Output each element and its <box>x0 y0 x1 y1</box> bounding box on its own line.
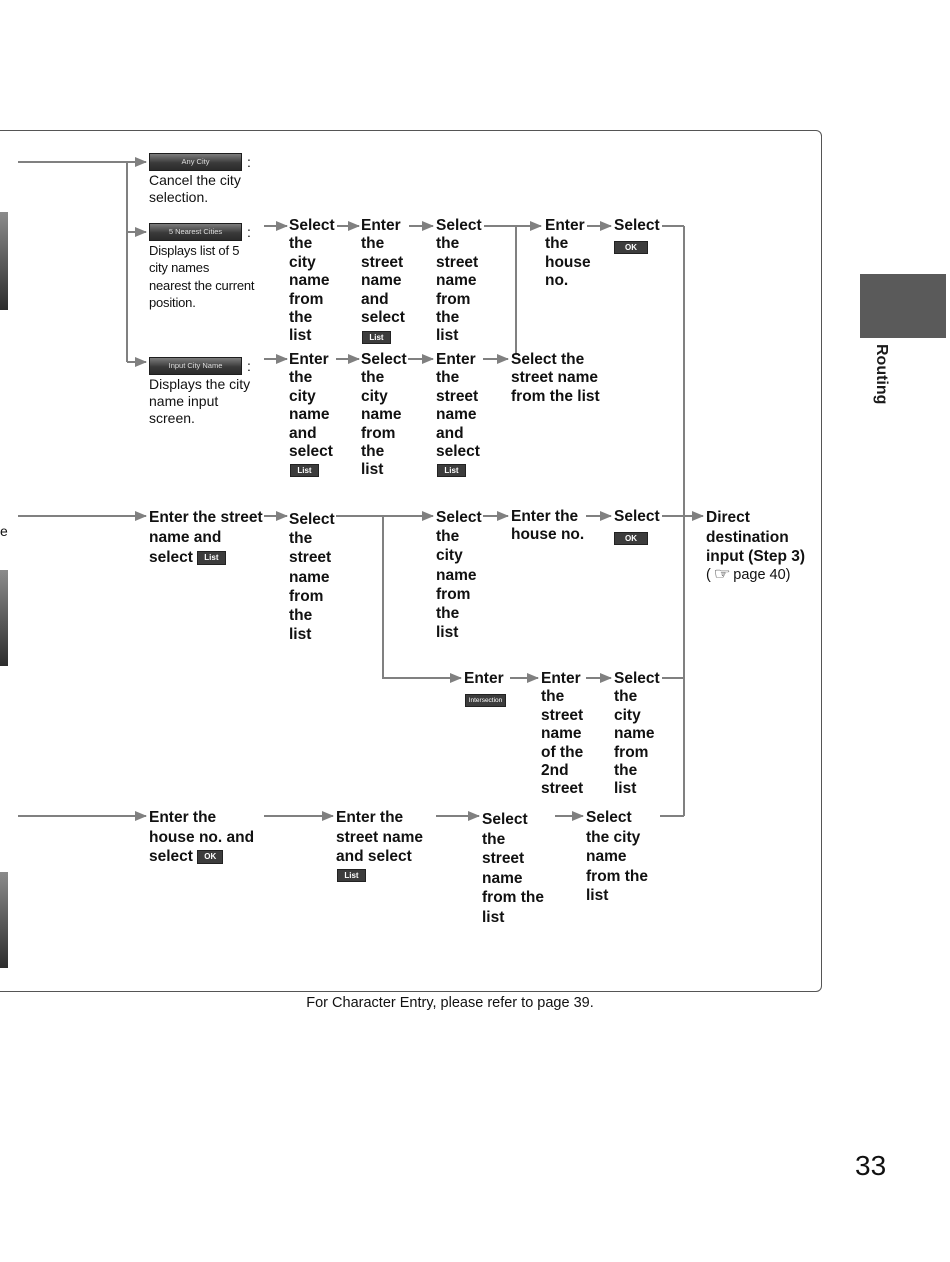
page-reference: ( ☞ page 40) <box>706 566 791 584</box>
colon: : <box>247 224 251 240</box>
step-select-city-name: Select the city name from the list <box>436 509 482 642</box>
any-city-screen-button: Any City <box>149 153 242 171</box>
step-enter-street-text: Enter the street name and select <box>149 509 263 566</box>
step-select-ok: Select <box>614 217 660 234</box>
nearest-cities-screen-button: 5 Nearest Cities <box>149 223 242 241</box>
list-button: List <box>437 464 466 477</box>
page-number: 33 <box>855 1150 887 1181</box>
ok-button: OK <box>614 532 648 545</box>
input-city-description: Displays the city name input screen. <box>149 376 251 426</box>
ok-button: OK <box>197 849 224 864</box>
footnote: For Character Entry, please refer to pag… <box>306 995 594 1011</box>
side-tab <box>860 274 946 338</box>
list-button: List <box>362 331 391 344</box>
step-select-street-name: Select the street name from the list <box>289 511 335 644</box>
step-select-city-name: Select the city name from the list <box>586 809 648 904</box>
step-select-ok: Select <box>614 508 660 525</box>
screen-thumbnail-1 <box>0 212 8 310</box>
input-city-name-screen-button: Input City Name <box>149 357 242 375</box>
side-tab-label: Routing <box>873 344 890 405</box>
step-select-city-name: Select the city name from the list <box>361 351 407 479</box>
step-enter-house-no: Enter the house no. <box>545 217 591 290</box>
step-enter-intersection: Enter <box>464 670 504 687</box>
step-select-city-name: Select the city name from the list <box>614 670 660 798</box>
step-enter-street-name: Enter the street name and select List <box>149 508 263 568</box>
step-select-street-name: Select the street name from the list <box>511 351 600 405</box>
list-button: List <box>197 550 226 565</box>
pointing-hand-icon: ☞ <box>713 566 731 583</box>
ref-page-link: page 40) <box>733 567 791 583</box>
diagram-frame <box>0 130 822 992</box>
nearest-cities-description: Displays list of 5 city names nearest th… <box>149 243 255 311</box>
intersection-button: Intersection <box>465 694 506 707</box>
step-enter-house-no: Enter the house no. and select OK <box>149 808 254 867</box>
screen-thumbnail-2 <box>0 570 8 666</box>
step-select-street-name: Select the street name from the list <box>482 811 544 926</box>
step-select-city-name: Select the city name from the list <box>289 217 335 345</box>
step-enter-second-street: Enter the street name of the 2nd street <box>541 670 584 798</box>
step-enter-house-text: Enter the house no. and select <box>149 809 255 865</box>
ok-button: OK <box>614 241 648 254</box>
result-direct-destination-input: Direct destination input (Step 3) <box>706 509 806 565</box>
list-button: List <box>290 464 319 477</box>
colon: : <box>247 154 251 170</box>
list-button: List <box>337 869 366 882</box>
any-city-description: Cancel the city selection. <box>149 172 241 205</box>
step-enter-street-name: Enter the street name and select <box>336 809 424 865</box>
step-enter-city-name: Enter the city name and select <box>289 351 333 461</box>
step-enter-street-name: Enter the street name and select <box>361 217 405 327</box>
clipped-text-fragment: e <box>0 523 8 539</box>
step-select-street-name: Select the street name from the list <box>436 217 482 345</box>
ref-open: ( <box>706 567 711 583</box>
screen-thumbnail-3 <box>0 872 8 968</box>
step-enter-street-name: Enter the street name and select <box>436 351 480 461</box>
step-enter-house-no: Enter the house no. <box>511 508 585 544</box>
colon: : <box>247 358 251 374</box>
